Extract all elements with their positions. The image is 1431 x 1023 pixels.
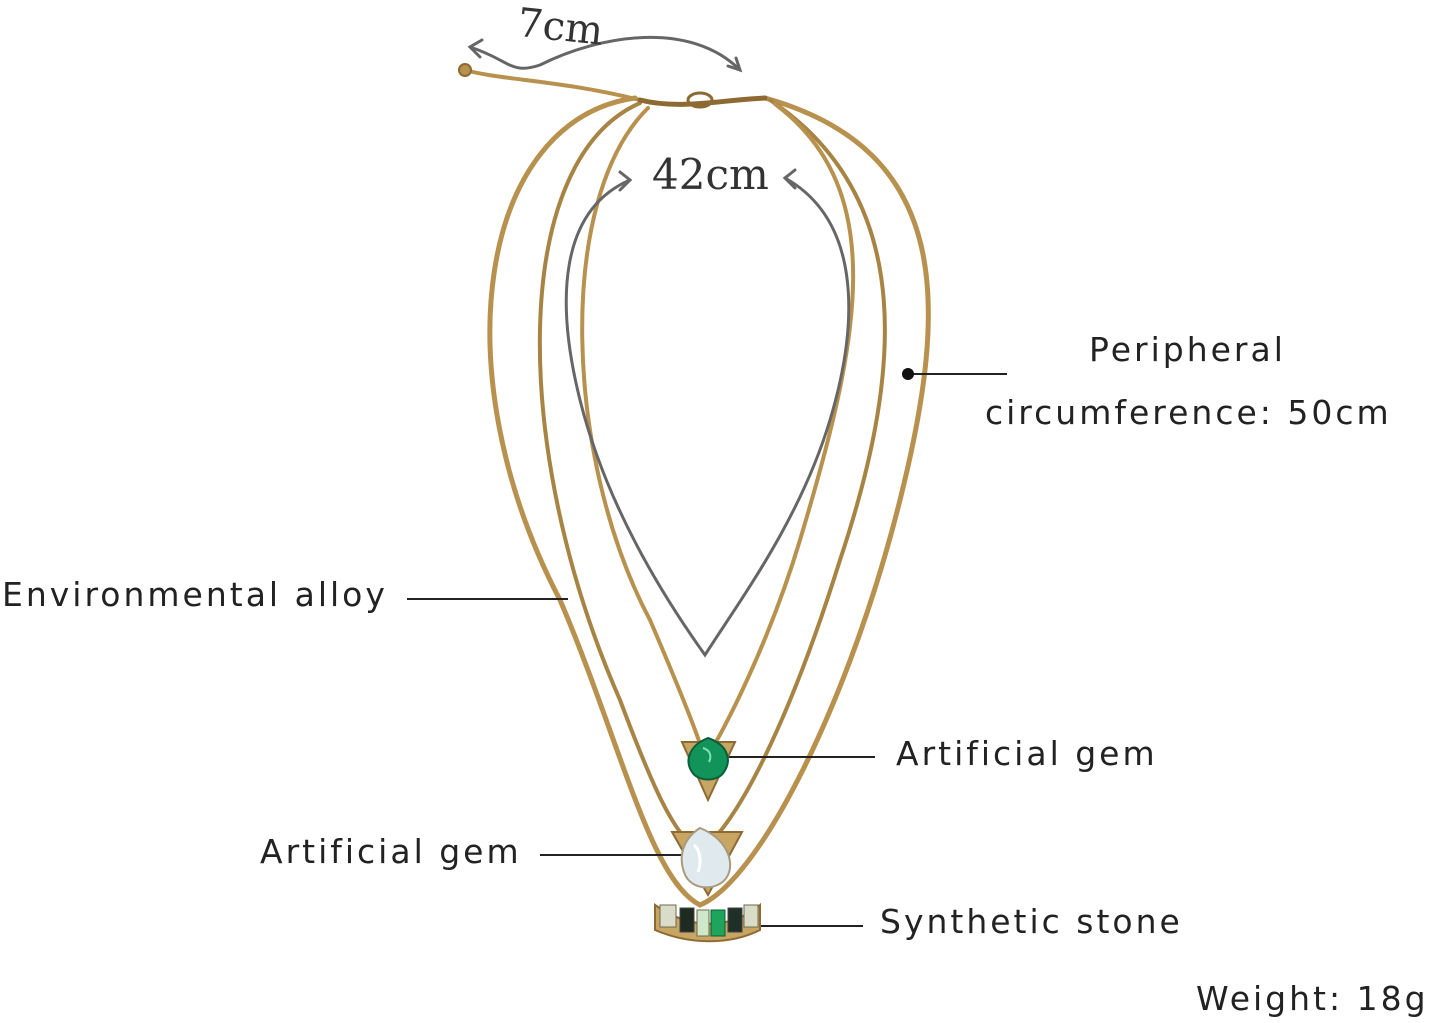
opal-pendant-icon <box>670 826 744 898</box>
middle-chain <box>537 98 887 853</box>
extender-arrowhead-left-icon <box>467 38 484 59</box>
outer-chain <box>487 95 931 908</box>
extender-arrowhead-right-icon <box>726 56 743 73</box>
extender-chain <box>463 68 642 102</box>
extender-arrow <box>468 36 742 72</box>
inner-chain <box>580 102 856 765</box>
stone-label: Synthetic stone <box>880 902 1183 941</box>
extender-length-label: 7cm <box>515 0 606 55</box>
clasp-chain <box>637 95 768 107</box>
gem-middle-label: Artificial gem <box>260 832 522 871</box>
clasp-icon <box>686 91 714 109</box>
inner-length-label: 42cm <box>652 150 769 199</box>
gem-top-label: Artificial gem <box>896 734 1158 773</box>
extender-end-icon <box>458 63 472 77</box>
inner-length-arrow <box>564 176 851 658</box>
inner-arrowhead-left-icon <box>618 170 633 192</box>
peripheral-label-line1: Peripheral <box>1089 330 1286 369</box>
emerald-pendant-icon <box>680 736 737 803</box>
measure-arrows <box>467 36 851 658</box>
weight-label: Weight: 18g <box>1196 979 1429 1018</box>
alloy-label: Environmental alloy <box>2 575 388 614</box>
inner-arrowhead-right-icon <box>782 168 797 190</box>
peripheral-label-line2: circumference: 50cm <box>985 393 1392 432</box>
synthetic-stone-bar-icon <box>654 902 761 943</box>
peripheral-dot-icon <box>902 368 914 380</box>
